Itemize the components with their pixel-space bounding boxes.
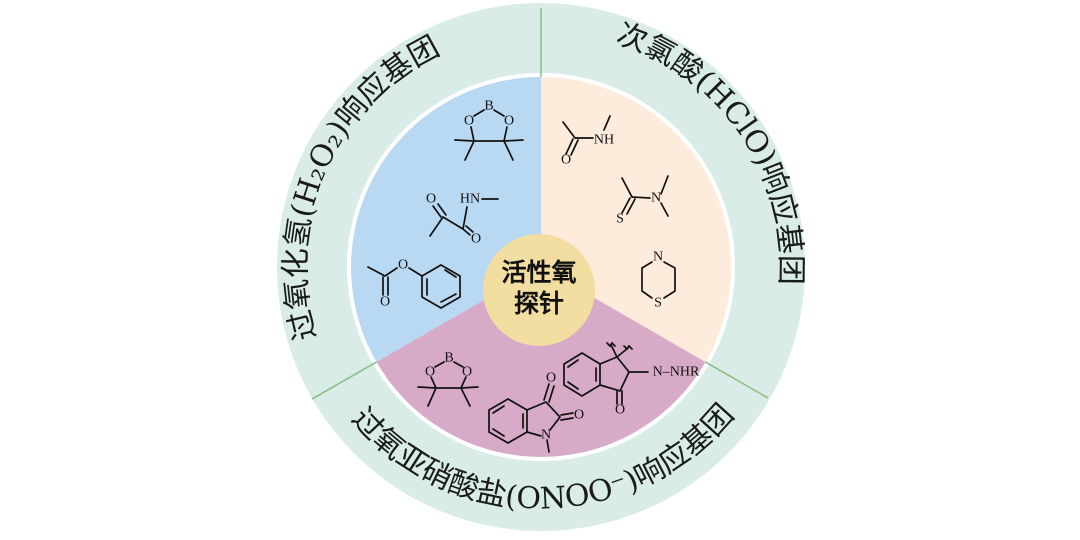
bond-lines <box>417 361 479 407</box>
atom-label: N <box>653 250 663 265</box>
structure-indanone-hydrazine: N–NHR O <box>563 341 700 418</box>
center-label-line2: 探针 <box>514 289 564 318</box>
atom-label: O <box>425 365 435 380</box>
atom-label: N <box>651 191 661 206</box>
atom-label: O <box>464 114 474 129</box>
bond-lines <box>641 261 676 299</box>
atom-label: O <box>574 408 584 423</box>
atom-label: O <box>471 232 481 247</box>
onoo-sector <box>376 267 706 457</box>
atom-label: B <box>484 99 493 114</box>
bond-lines <box>621 175 669 217</box>
atom-label: N–NHR <box>653 365 700 380</box>
bond-lines <box>429 198 499 237</box>
bond-lines <box>488 398 528 444</box>
structure-methylacetamide: O NH <box>561 115 614 168</box>
atom-label: O <box>398 258 408 273</box>
bond-lines <box>599 355 649 405</box>
structure-thiomorpholine: N S <box>641 250 676 311</box>
atom-label: O <box>546 371 556 386</box>
structure-isatin: O O N <box>488 371 584 453</box>
bond-lines <box>367 266 423 296</box>
divider-lower-left <box>311 361 377 400</box>
structure-thioamide: S N <box>616 175 669 227</box>
bond-lines <box>454 109 524 161</box>
structure-pyruvamide: O HN O <box>426 192 499 247</box>
atom-label: O <box>426 192 436 207</box>
structure-boronate-blue: B O O <box>454 99 524 161</box>
structure-boronate-pink: B O O <box>417 351 479 407</box>
bond-lines <box>563 352 601 397</box>
atom-label: O <box>561 153 571 168</box>
atom-label: S <box>616 212 624 227</box>
bond-lines <box>421 264 461 309</box>
atom-label: O <box>380 295 390 310</box>
divider-lower-right <box>705 361 769 399</box>
atom-label: HN <box>460 192 480 207</box>
structure-phenyl-acetate: O O <box>367 258 461 310</box>
atom-label: O <box>462 365 472 380</box>
atom-label: B <box>444 351 453 366</box>
atom-label: O <box>504 114 514 129</box>
bond-lines <box>606 341 633 358</box>
bond-lines <box>526 383 574 453</box>
atom-label: S <box>654 296 662 311</box>
bond-lines <box>562 115 611 156</box>
center-circle <box>483 234 595 346</box>
atom-label: NH <box>594 133 614 148</box>
center-label-line1: 活性氧 <box>501 258 576 287</box>
atom-label: O <box>615 403 625 418</box>
atom-label: N <box>541 428 551 443</box>
